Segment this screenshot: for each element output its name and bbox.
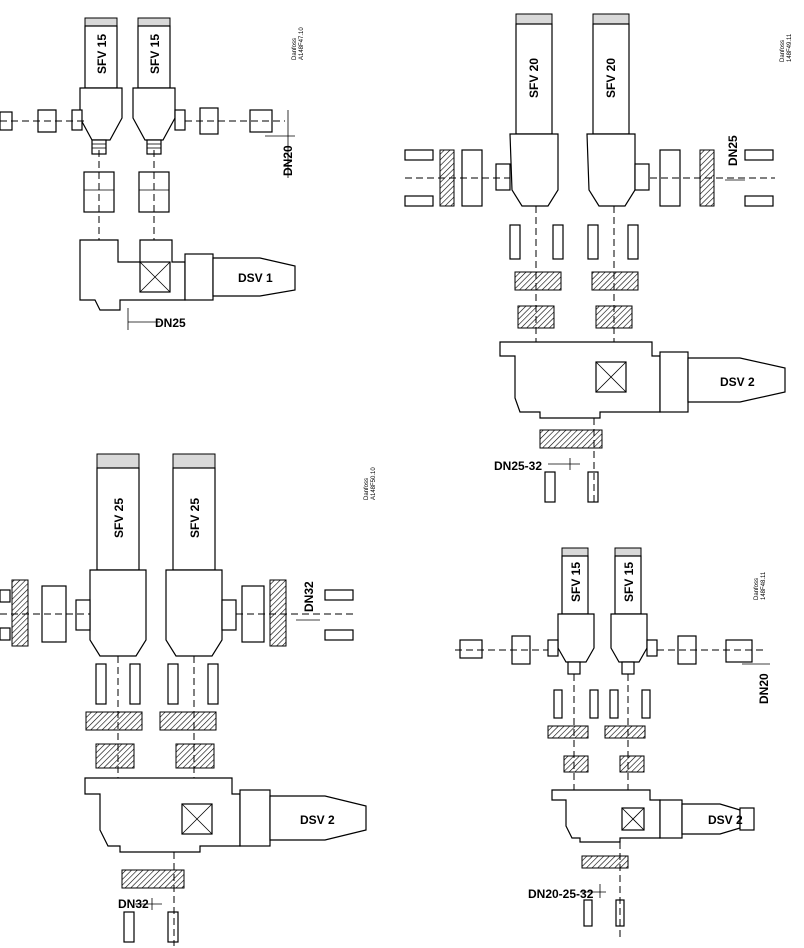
seal-3b bbox=[175, 743, 215, 769]
sfv-valve-2a: SFV 20 bbox=[495, 13, 559, 207]
gasket-2r bbox=[659, 149, 681, 207]
bolt-3-v2 bbox=[129, 663, 141, 705]
flange-3r bbox=[269, 579, 287, 647]
flange-2b bbox=[591, 271, 639, 291]
bolt-2-v1 bbox=[509, 224, 521, 260]
bottom-bolt-2b bbox=[587, 471, 599, 503]
drawing-ref-1b: A148F47.10 bbox=[299, 27, 305, 60]
sfv-label-2a: SFV 20 bbox=[527, 58, 541, 98]
valve-label-dsv2-c: DSV 2 bbox=[708, 813, 743, 827]
seal-4b bbox=[619, 755, 645, 773]
sfv-label-4a: SFV 15 bbox=[569, 562, 583, 602]
inlet-dn-label-4: DN20 bbox=[757, 673, 771, 704]
bolt-2-v3 bbox=[587, 224, 599, 260]
dsv2-body-b: DSV 2 bbox=[84, 777, 367, 853]
outlet-dn-label-3: DN32 bbox=[118, 897, 149, 911]
inlet-dn-label-1: DN20 bbox=[281, 145, 295, 176]
outlet-dn-label-1: DN25 bbox=[155, 316, 186, 330]
diagram-dsv2-sfv15-assembly: SFV 15 SFV 15 bbox=[455, 547, 771, 940]
sfv-label-3a: SFV 25 bbox=[112, 498, 126, 538]
drawing-ref-4b: 148F48.11 bbox=[761, 571, 767, 600]
bottom-bolt-3b bbox=[167, 911, 179, 943]
bolt-4-v4 bbox=[641, 689, 651, 719]
sfv-valve-4a: SFV 15 bbox=[547, 547, 595, 675]
diagram-dsv1-assembly: SFV 15 SFV 15 bbox=[0, 17, 305, 330]
seal-3a bbox=[95, 743, 135, 769]
drawing-ref-3b: A148F50.10 bbox=[371, 467, 377, 500]
inlet-dn-label-3: DN32 bbox=[302, 581, 316, 612]
drawing-ref-2a: Danfoss bbox=[780, 40, 786, 62]
sfv-label-1a: SFV 15 bbox=[95, 34, 109, 74]
dsv1-body: DSV 1 bbox=[79, 239, 296, 311]
flange-4a bbox=[547, 725, 589, 739]
diagram-dsv2-sfv25-assembly: SFV 25 SFV 25 bbox=[0, 453, 377, 946]
bolt-2l-bottom bbox=[404, 195, 434, 207]
bolt-2r-top bbox=[744, 149, 774, 161]
sfv-label-2b: SFV 20 bbox=[604, 58, 618, 98]
bottom-flange-2 bbox=[539, 429, 603, 449]
dsv2-body-c: DSV 2 bbox=[551, 789, 755, 843]
bolt-4-v3 bbox=[609, 689, 619, 719]
sfv-valve-2b: SFV 20 bbox=[586, 13, 650, 207]
bottom-flange-3 bbox=[121, 869, 185, 889]
bolt-2-v4 bbox=[627, 224, 639, 260]
diagram-dsv2-sfv20-assembly: SFV 20 SFV 20 bbox=[404, 13, 793, 505]
bolt-2-v2 bbox=[552, 224, 564, 260]
bottom-bolt-3a bbox=[123, 911, 135, 943]
dsv2-body-a: DSV 2 bbox=[499, 341, 786, 419]
bolt-4-v2 bbox=[589, 689, 599, 719]
drawing-ref-2b: 148F49.11 bbox=[787, 33, 793, 62]
bolt-2l-top bbox=[404, 149, 434, 161]
bolt-4-v1 bbox=[553, 689, 563, 719]
inlet-dn-label-2: DN25 bbox=[726, 135, 740, 166]
side-fitting-1r bbox=[249, 109, 273, 133]
seal-4a bbox=[563, 755, 589, 773]
bolt-3l-bottom bbox=[0, 627, 11, 641]
flange-3a bbox=[85, 711, 143, 731]
valve-label-dsv1: DSV 1 bbox=[238, 271, 273, 285]
sfv-valve-1a: SFV 15 bbox=[71, 17, 123, 155]
flange-4b bbox=[604, 725, 646, 739]
flange-3l bbox=[11, 579, 29, 647]
valve-label-dsv2-a: DSV 2 bbox=[720, 375, 755, 389]
sfv-valve-3a: SFV 25 bbox=[75, 453, 147, 657]
outlet-dn-label-4: DN20-25-32 bbox=[528, 887, 594, 901]
sfv-label-4b: SFV 15 bbox=[622, 562, 636, 602]
sfv-valve-3b: SFV 25 bbox=[165, 453, 237, 657]
bolt-3l-top bbox=[0, 589, 11, 603]
valve-label-dsv2-b: DSV 2 bbox=[300, 813, 335, 827]
sfv-valve-1b: SFV 15 bbox=[132, 17, 186, 155]
bolt-2r-bottom bbox=[744, 195, 774, 207]
flange-3b bbox=[159, 711, 217, 731]
bottom-bolt-4a bbox=[583, 899, 593, 927]
bolt-3r-top bbox=[324, 589, 354, 601]
outlet-dn-label-2: DN25-32 bbox=[494, 459, 542, 473]
bolt-3-v3 bbox=[167, 663, 179, 705]
bolt-3r-bottom bbox=[324, 629, 354, 641]
side-fitting-4r bbox=[725, 639, 753, 663]
sfv-label-1b: SFV 15 bbox=[148, 34, 162, 74]
bottom-flange-4 bbox=[581, 855, 629, 869]
bolt-3-v1 bbox=[95, 663, 107, 705]
bottom-bolt-2a bbox=[544, 471, 556, 503]
flange-2a bbox=[514, 271, 562, 291]
sfv-valve-4b: SFV 15 bbox=[610, 547, 658, 675]
drawing-ref-3a: Danfoss bbox=[364, 478, 370, 500]
drawing-ref-4a: Danfoss bbox=[754, 578, 760, 600]
drawing-ref-1a: Danfoss bbox=[292, 38, 298, 60]
sfv-label-3b: SFV 25 bbox=[188, 498, 202, 538]
bolt-3-v4 bbox=[207, 663, 219, 705]
side-fitting-4l bbox=[459, 639, 483, 659]
